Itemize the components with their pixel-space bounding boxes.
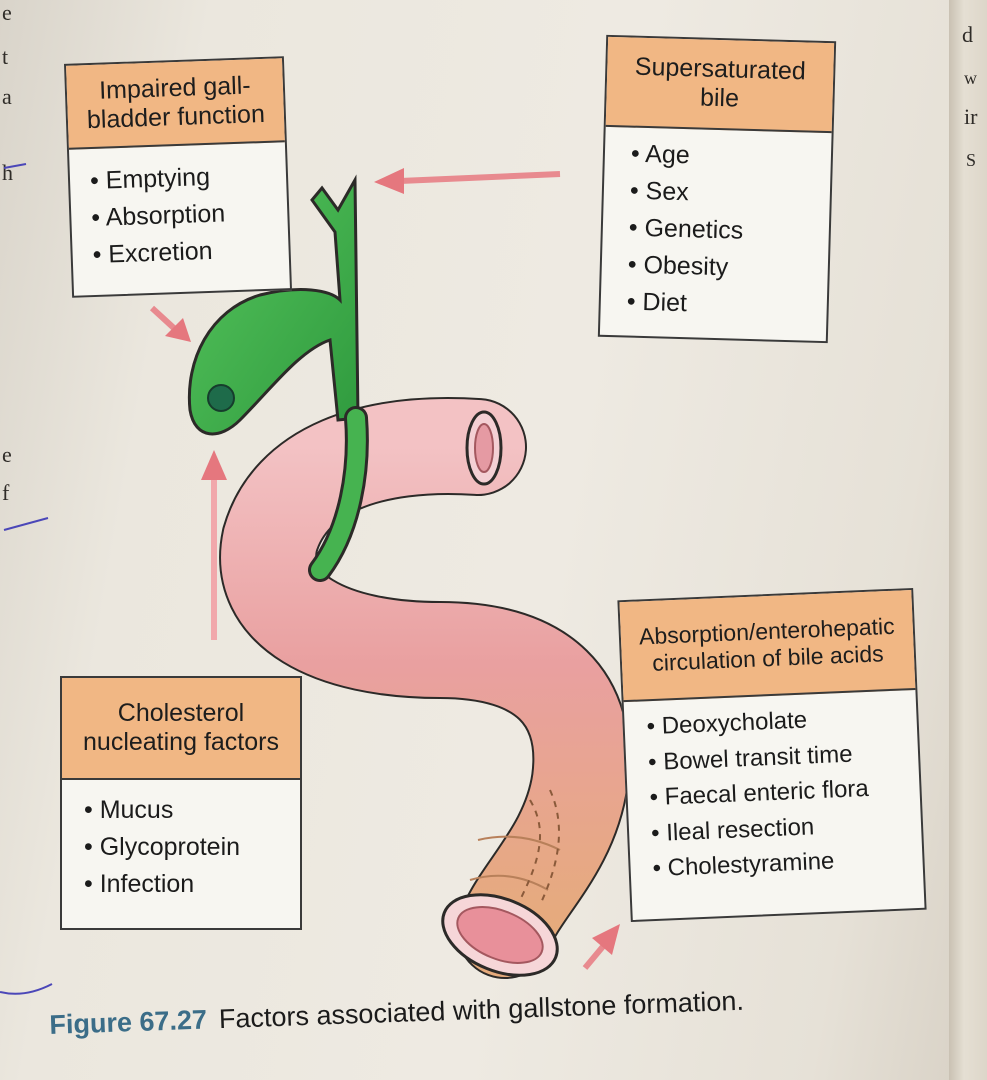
box-title: Impaired gall- bladder function xyxy=(66,58,285,150)
factor-list: Emptying Absorption Excretion xyxy=(69,142,289,274)
box-absorption-enterohepatic-circulation: Absorption/enterohepatic circulation of … xyxy=(617,587,927,923)
list-item: Mucus xyxy=(84,792,300,829)
list-item: Diet xyxy=(626,284,827,327)
next-page-edge xyxy=(949,0,987,1080)
margin-text-fragment: e xyxy=(2,0,12,25)
margin-text-fragment: h xyxy=(2,160,13,185)
arrow-from-absorption xyxy=(582,924,620,970)
box-title: Supersaturated bile xyxy=(605,36,835,134)
list-item: Excretion xyxy=(92,230,289,274)
list-item: Sex xyxy=(629,173,830,216)
intestine-shape xyxy=(219,397,631,979)
margin-text-fragment: t xyxy=(2,44,9,69)
gallbladder-shape xyxy=(187,174,369,582)
box-impaired-gallbladder-function: Impaired gall- bladder function Emptying… xyxy=(63,56,293,298)
margin-text-fragment: S xyxy=(966,150,977,170)
margin-text-fragment: d xyxy=(962,22,973,47)
box-title: Cholesterol nucleating factors xyxy=(62,678,300,780)
list-item: Age xyxy=(630,136,831,179)
arrow-from-impaired-function xyxy=(149,305,191,342)
pen-mark xyxy=(3,517,49,531)
box-title: Absorption/enterohepatic circulation of … xyxy=(619,590,916,703)
margin-text-fragment: f xyxy=(2,480,10,505)
list-item: Genetics xyxy=(628,210,829,253)
box-cholesterol-nucleating-factors: Cholesterol nucleating factors Mucus Gly… xyxy=(60,676,302,930)
factor-list: Mucus Glycoprotein Infection xyxy=(62,780,300,903)
box-supersaturated-bile: Supersaturated bile Age Sex Genetics Obe… xyxy=(597,34,837,344)
list-item: Glycoprotein xyxy=(84,829,300,866)
margin-text-fragment: w xyxy=(964,68,977,88)
margin-text-fragment: e xyxy=(2,442,12,467)
margin-text-fragment: a xyxy=(2,84,12,109)
factor-list: Deoxycholate Bowel transit time Faecal e… xyxy=(624,690,924,888)
pen-mark xyxy=(0,983,53,995)
arrow-from-cholesterol-factors xyxy=(201,450,227,640)
list-item: Infection xyxy=(84,866,300,903)
figure-number: Figure 67.27 xyxy=(48,1004,208,1041)
list-item: Obesity xyxy=(627,247,828,290)
arrow-from-supersaturated-bile xyxy=(374,168,561,194)
factor-list: Age Sex Genetics Obesity Diet xyxy=(600,127,831,326)
margin-text-fragment: ir xyxy=(964,104,978,129)
pen-mark xyxy=(3,163,27,169)
